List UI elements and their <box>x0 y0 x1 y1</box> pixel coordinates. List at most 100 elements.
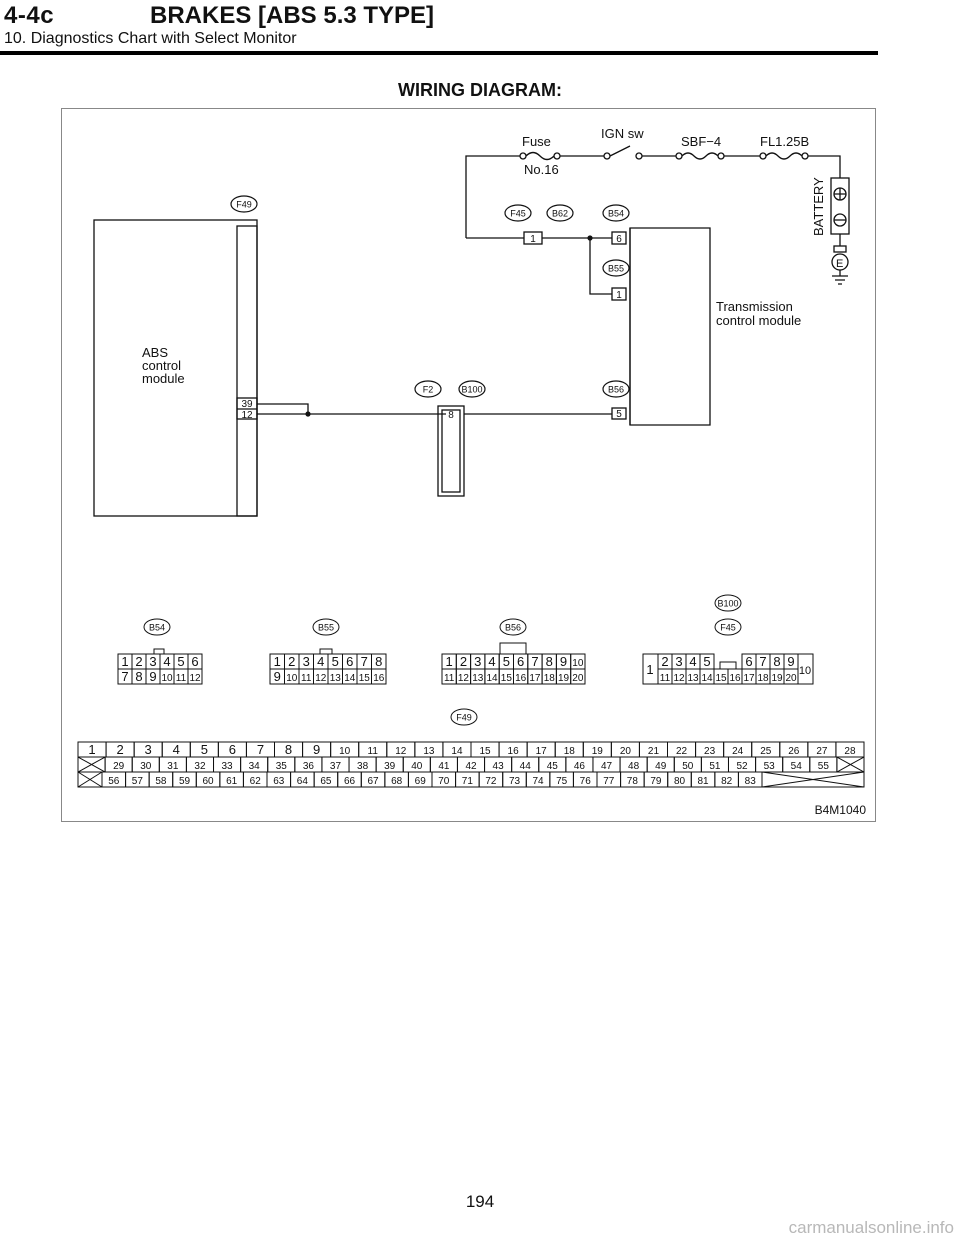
f49-face-r2-pin-52: 52 <box>736 761 748 772</box>
tcm-label-1: Transmission <box>716 299 793 314</box>
b55-face-tag-label: B55 <box>318 623 334 633</box>
b100-top-a-pin-2: 2 <box>661 654 668 669</box>
b56-face-pin-7: 7 <box>531 654 538 669</box>
b56-face-pin-4: 4 <box>488 654 495 669</box>
b56-face-pin-10: 10 <box>572 658 584 669</box>
b55-face-pin-3: 3 <box>303 654 310 669</box>
f2-connector <box>437 405 465 497</box>
f49-face-r1-pin-19: 19 <box>592 746 604 757</box>
f49-face-r2-pin-51: 51 <box>709 761 721 772</box>
f49-face-r3-pin-69: 69 <box>415 776 427 787</box>
tag-b56-oval <box>602 380 630 398</box>
tag-b100-label: B100 <box>461 385 482 395</box>
f49-face-r3-pin-78: 78 <box>627 776 639 787</box>
b56-face-pin-9: 9 <box>560 654 567 669</box>
f49-face-r1-pin-12: 12 <box>395 746 407 757</box>
tag-b55-oval <box>602 259 630 277</box>
f49-face-r2-pin-43: 43 <box>493 761 505 772</box>
f49-face-r3-pin-72: 72 <box>485 776 497 787</box>
f49-face-r1-pin-6: 6 <box>229 742 236 757</box>
f49-face-tag-label: F49 <box>456 713 472 723</box>
tag-b62-label: B62 <box>552 209 568 219</box>
b100-bottom-pin-16: 16 <box>729 673 741 684</box>
tag-f49-label: F49 <box>236 200 252 210</box>
f49-face-r3-pin-56: 56 <box>108 776 120 787</box>
f49-face-r3-pin-66: 66 <box>344 776 356 787</box>
b55-face-pin-8: 8 <box>375 654 382 669</box>
tag-f2-oval <box>414 380 442 398</box>
b100-top-a-pin-4: 4 <box>689 654 696 669</box>
abs-pin-12: 12 <box>241 410 253 421</box>
b54-face-pin-2: 2 <box>135 654 142 669</box>
f49-face-r2-pin-48: 48 <box>628 761 640 772</box>
f49-face-r3-pin-61: 61 <box>226 776 238 787</box>
b100-pin-side-l: 1 <box>646 662 653 677</box>
b55-face-pin-5: 5 <box>332 654 339 669</box>
f49-face-r2-pin-41: 41 <box>438 761 450 772</box>
f49-strip <box>236 225 258 517</box>
b54-face-pin-8: 8 <box>135 669 142 684</box>
f49-face-r1-pin-13: 13 <box>423 746 435 757</box>
b100-top-a-pin-5: 5 <box>703 654 710 669</box>
figure-frame <box>61 108 876 822</box>
sbf-label: SBF−4 <box>681 134 721 149</box>
f49-face-r1-pin-22: 22 <box>676 746 688 757</box>
section-number: 4-4c <box>4 2 55 29</box>
f49-face-r2-pin-42: 42 <box>465 761 477 772</box>
b100-face-tag-oval <box>714 594 742 612</box>
b56-face-tag-label: B56 <box>505 623 521 633</box>
b100-bottom-pin-20: 20 <box>785 673 797 684</box>
watermark: carmanualsonline.info <box>788 1218 954 1237</box>
b56-face-pin-14: 14 <box>486 673 498 684</box>
b55-face-pin-10: 10 <box>286 673 298 684</box>
f49-face-r1-pin-14: 14 <box>451 746 463 757</box>
b56-face-tag-oval <box>499 618 527 636</box>
tag-b100-oval <box>458 380 486 398</box>
sbf-symbol <box>675 152 725 160</box>
b100-bottom-pin-18: 18 <box>757 673 769 684</box>
b54-pin: 6 <box>616 234 622 245</box>
f49-face-r2-pin-44: 44 <box>520 761 532 772</box>
abs-label-3: module <box>142 371 185 386</box>
b100-bottom-pin-19: 19 <box>771 673 783 684</box>
tag-b62-oval <box>546 204 574 222</box>
b100-bottom-pin-14: 14 <box>701 673 713 684</box>
b55-face-pin-16: 16 <box>373 673 385 684</box>
b100-top-b-pin-6: 6 <box>745 654 752 669</box>
f49-face-r1-pin-8: 8 <box>285 742 292 757</box>
f49-face-r1-pin-26: 26 <box>788 746 800 757</box>
f49-face-r3-pin-70: 70 <box>438 776 450 787</box>
abs-pin-39: 39 <box>241 399 253 410</box>
b54-face-pin-10: 10 <box>161 673 173 684</box>
b56-face-pin-15: 15 <box>501 673 513 684</box>
f49-face-r2-pin-33: 33 <box>222 761 234 772</box>
b56-face-pin-18: 18 <box>544 673 556 684</box>
f49-face-r2-pin-53: 53 <box>764 761 776 772</box>
f49-face-r2-pin-39: 39 <box>384 761 396 772</box>
f49-face-r3-pin-67: 67 <box>368 776 380 787</box>
b55-face-pin-2: 2 <box>288 654 295 669</box>
f49-face-r1-pin-4: 4 <box>173 742 180 757</box>
power-wire <box>465 155 520 238</box>
b55-face-pin-14: 14 <box>344 673 356 684</box>
f49-face-r1-pin-27: 27 <box>816 746 828 757</box>
fl-label: FL1.25B <box>760 134 809 149</box>
f49-face-r3-pin-82: 82 <box>721 776 733 787</box>
b55-face-pin-1: 1 <box>274 654 281 669</box>
f49-face-r1-pin-21: 21 <box>648 746 660 757</box>
f49-face-tag-oval <box>450 708 478 726</box>
f49-face-r2-pin-50: 50 <box>682 761 694 772</box>
tag-f2-label: F2 <box>423 385 434 395</box>
f49-face-r2-pin-32: 32 <box>194 761 206 772</box>
ign-label: IGN sw <box>601 126 644 141</box>
b100-bottom-pin-15: 15 <box>715 673 727 684</box>
f49-face-r2-pin-49: 49 <box>655 761 667 772</box>
fl-symbol <box>759 152 809 160</box>
f49-face-r1-pin-7: 7 <box>257 742 264 757</box>
f49-face-r3-pin-57: 57 <box>132 776 144 787</box>
f49-face-r3-pin-74: 74 <box>533 776 545 787</box>
f49-face-r2-pin-38: 38 <box>357 761 369 772</box>
f49-face-r3-pin-63: 63 <box>273 776 285 787</box>
b54-face-pin-12: 12 <box>189 673 201 684</box>
b55-face-pin-12: 12 <box>315 673 327 684</box>
